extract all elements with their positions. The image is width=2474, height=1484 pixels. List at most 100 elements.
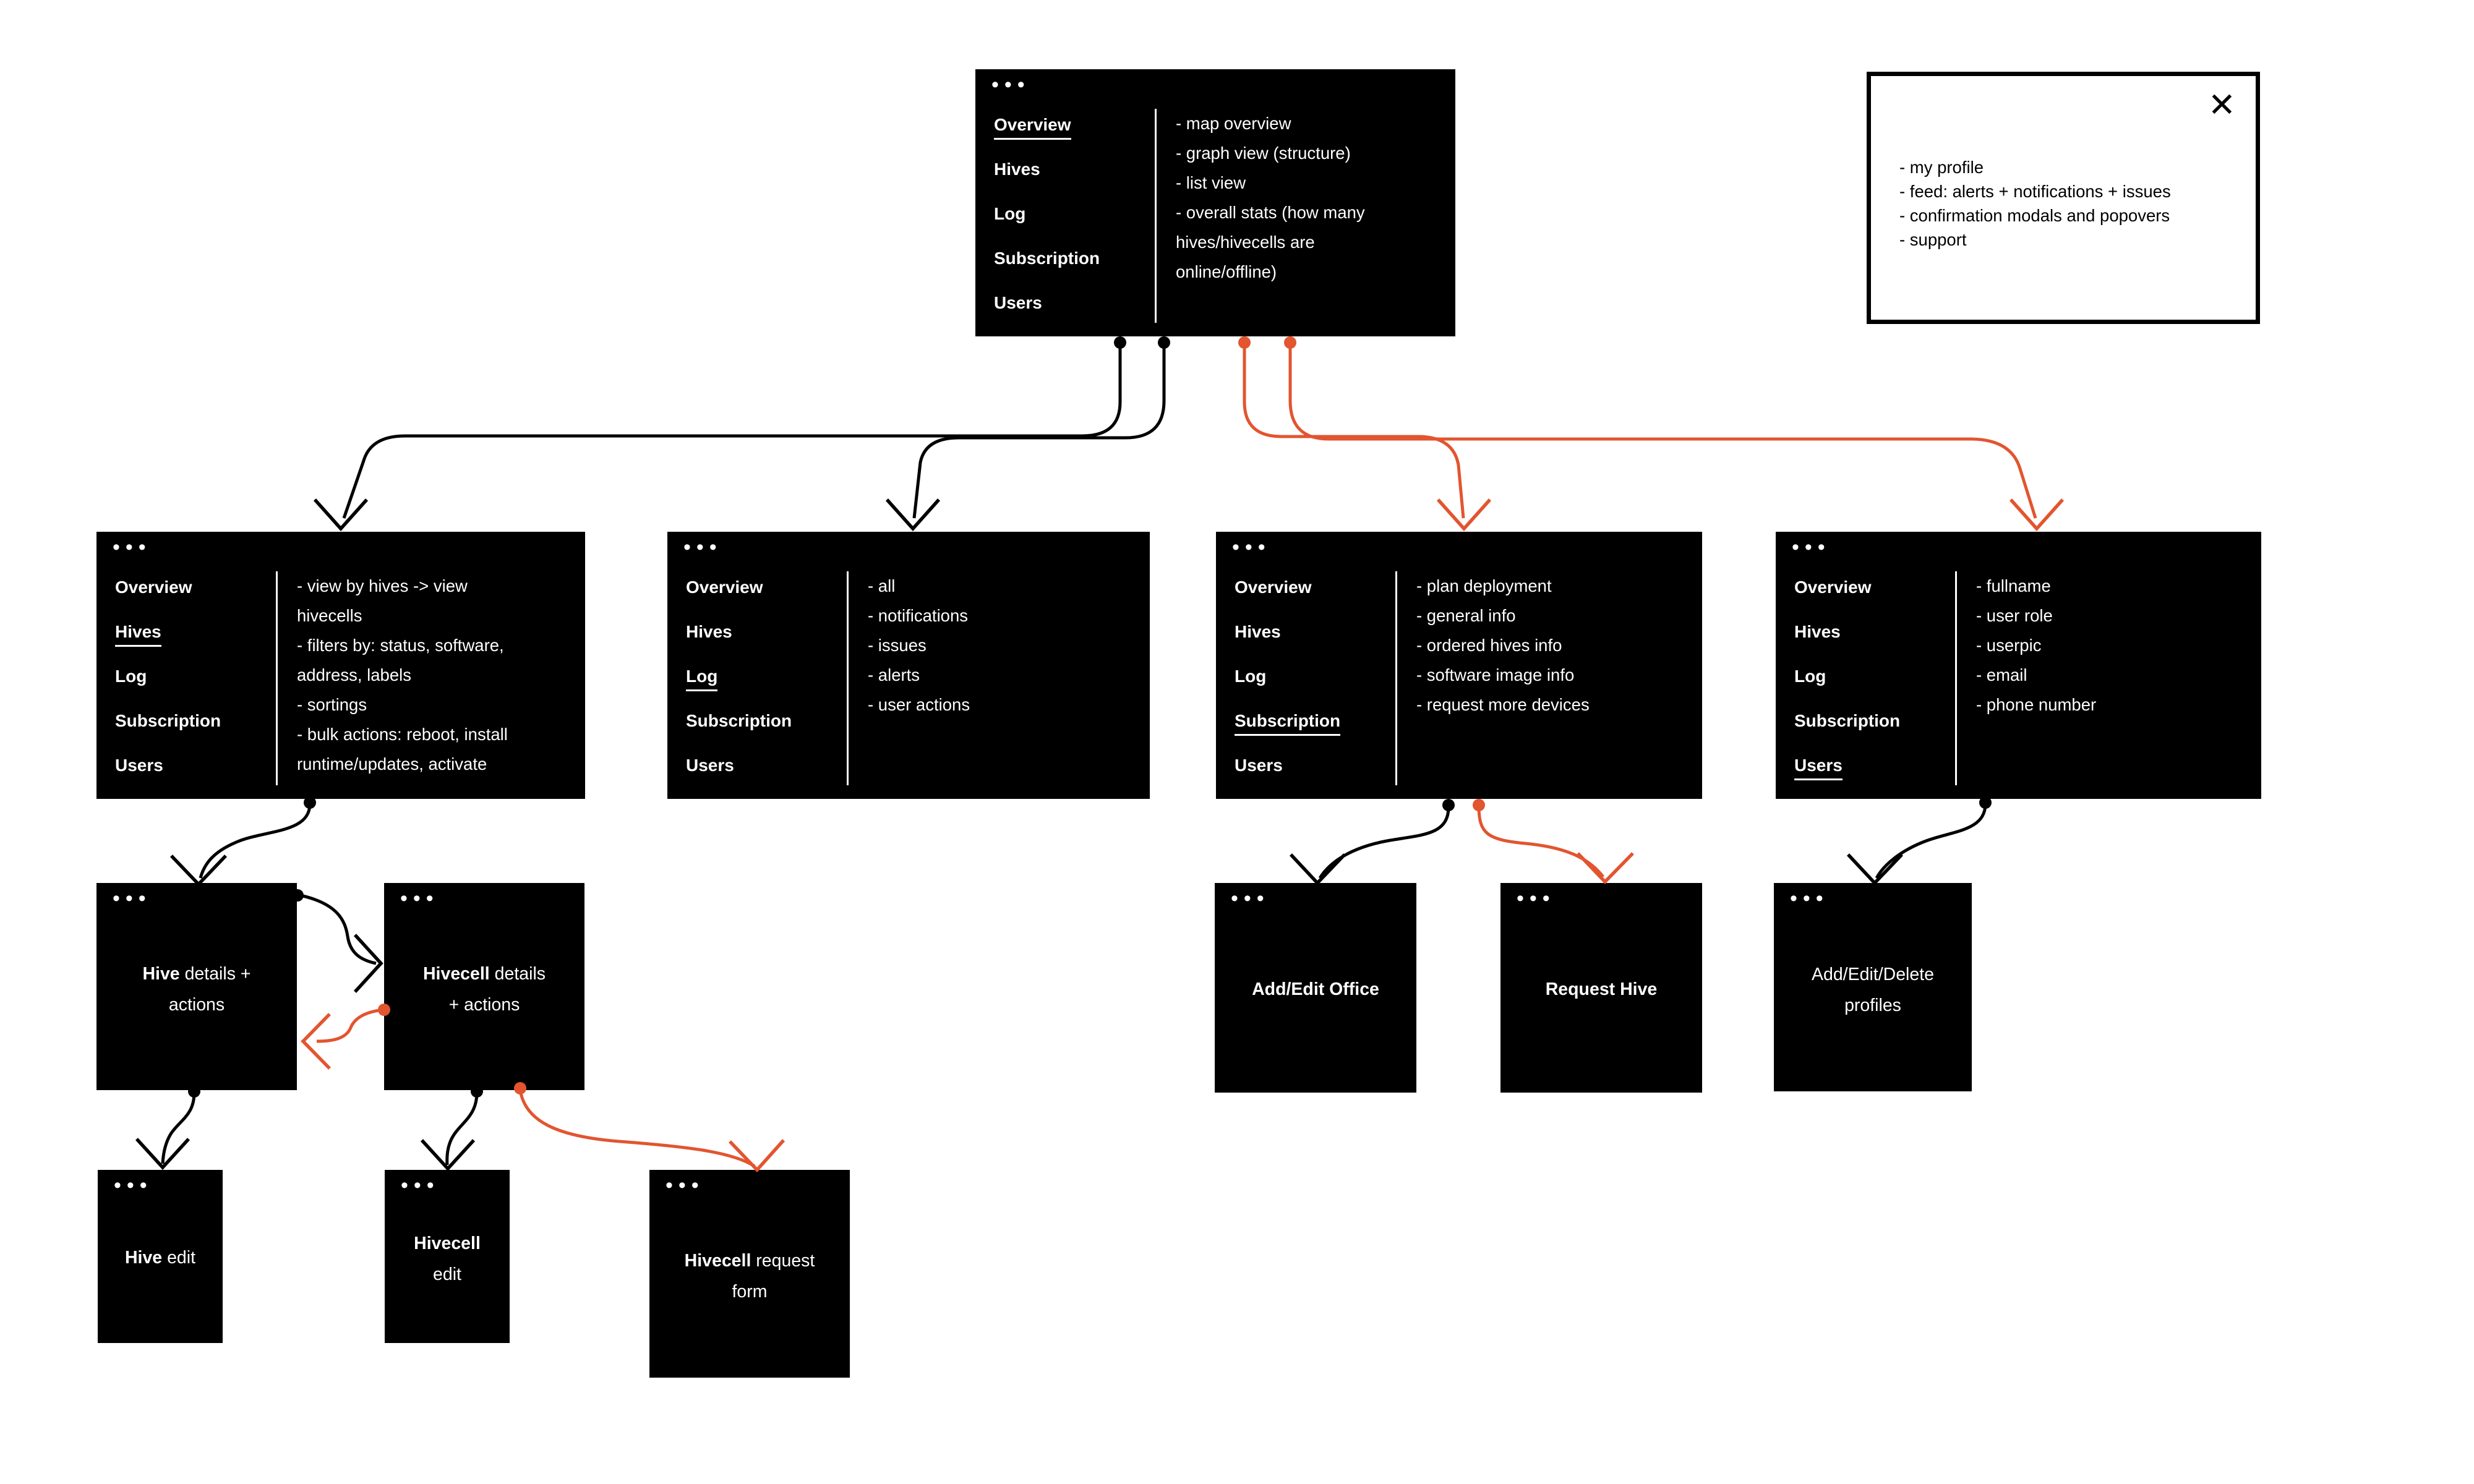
menu-item-hives: Hives xyxy=(686,622,732,641)
window-menu-icon: ••• xyxy=(1790,887,1829,910)
arrowhead xyxy=(1577,852,1634,884)
note-line: - sortings xyxy=(297,695,367,714)
note-line: - ordered hives info xyxy=(1416,636,1562,655)
node-hive-edit[interactable]: ••• Hive edit xyxy=(98,1170,223,1343)
nav-menu: Overview Hives Log Subscription Users xyxy=(1794,579,1900,801)
close-icon[interactable]: ✕ xyxy=(2207,87,2236,124)
divider xyxy=(276,571,278,785)
connector-dot xyxy=(1238,336,1251,349)
note-line: - view by hives -> view xyxy=(297,576,468,595)
note-line: - request more devices xyxy=(1416,695,1590,714)
menu-item-users: Users xyxy=(686,756,734,775)
note-line: hives/hivecells are xyxy=(1176,232,1315,252)
divider xyxy=(1155,109,1157,323)
node-add-edit-delete-profiles[interactable]: ••• Add/Edit/Delete profiles xyxy=(1774,883,1972,1091)
nav-menu: Overview Hives Log Subscription Users xyxy=(1235,578,1341,801)
menu-item-hives: Hives xyxy=(1794,622,1841,641)
note-line: - fullname xyxy=(1976,576,2051,595)
menu-item-hives: Hives xyxy=(1235,622,1281,641)
arrowhead xyxy=(885,498,941,532)
global-elements-modal[interactable]: ✕ - my profile - feed: alerts + notifica… xyxy=(1867,72,2260,324)
note-line: - map overview xyxy=(1176,114,1291,133)
nav-menu: Overview Hives Log Subscription Users xyxy=(686,579,792,801)
arrowhead xyxy=(135,1138,190,1171)
window-menu-icon: ••• xyxy=(683,535,722,559)
menu-item-users: Users xyxy=(1794,757,1900,780)
menu-item-hives: Hives xyxy=(994,160,1040,179)
window-menu-icon: ••• xyxy=(113,535,152,559)
screen-notes: - plan deployment - general info - order… xyxy=(1416,571,1696,720)
menu-item-log: Log xyxy=(115,667,147,686)
note-line: runtime/updates, activate xyxy=(297,754,487,774)
note-line: - plan deployment xyxy=(1416,576,1552,595)
node-request-hive[interactable]: ••• Request Hive xyxy=(1500,883,1702,1093)
menu-item-users: Users xyxy=(994,293,1042,312)
node-label: Add/Edit/Delete profiles xyxy=(1811,964,1935,1015)
menu-item-subscription: Subscription xyxy=(115,711,221,730)
connector-dot xyxy=(1473,799,1485,811)
menu-item-users: Users xyxy=(1235,756,1283,775)
connector-dot xyxy=(1158,336,1170,349)
node-add-edit-office[interactable]: ••• Add/Edit Office xyxy=(1215,883,1416,1093)
menu-item-overview: Overview xyxy=(1794,578,1872,597)
node-overview-screen[interactable]: ••• Overview Hives Log Subscription User… xyxy=(975,69,1455,336)
node-hives-screen[interactable]: ••• Overview Hives Log Subscription User… xyxy=(96,532,585,799)
connector-hivecell-details-to-request-form xyxy=(518,1089,756,1168)
node-users-screen[interactable]: ••• Overview Hives Log Subscription User… xyxy=(1776,532,2261,799)
note-line: - confirmation modals and popovers xyxy=(1899,206,2170,225)
note-line: - general info xyxy=(1416,606,1516,625)
arrowhead xyxy=(353,934,383,993)
note-line: - notifications xyxy=(868,606,969,625)
menu-item-overview: Overview xyxy=(115,578,192,597)
window-menu-icon: ••• xyxy=(1232,535,1271,559)
menu-item-overview: Overview xyxy=(994,116,1100,140)
window-menu-icon: ••• xyxy=(991,73,1030,96)
connector-hive-details-to-hivecell-details xyxy=(297,893,377,965)
screen-notes: - view by hives -> view hivecells - filt… xyxy=(297,571,579,779)
note-line: - phone number xyxy=(1976,695,2097,714)
note-line: hivecells xyxy=(297,606,362,625)
menu-item-subscription: Subscription xyxy=(686,711,792,730)
window-menu-icon: ••• xyxy=(401,1174,440,1197)
node-label: Hive edit xyxy=(124,1248,196,1268)
node-subscription-screen[interactable]: ••• Overview Hives Log Subscription User… xyxy=(1216,532,1702,799)
connector-overview-to-users xyxy=(1288,343,2037,519)
note-line: - bulk actions: reboot, install xyxy=(297,725,508,744)
connector-dot xyxy=(1442,799,1455,811)
node-hivecell-details[interactable]: ••• Hivecell details + actions xyxy=(384,883,584,1090)
note-line: - userpic xyxy=(1976,636,2042,655)
modal-notes: - my profile - feed: alerts + notificati… xyxy=(1899,155,2171,252)
note-line: online/offline) xyxy=(1176,262,1277,281)
connector-overview-to-hives xyxy=(342,343,1122,519)
node-hivecell-request-form[interactable]: ••• Hivecell request form xyxy=(649,1170,850,1378)
note-line: - issues xyxy=(868,636,927,655)
window-menu-icon: ••• xyxy=(1231,887,1270,910)
menu-item-subscription: Subscription xyxy=(1794,711,1901,730)
node-hive-details[interactable]: ••• Hive details + actions xyxy=(96,883,297,1090)
menu-item-overview: Overview xyxy=(1235,578,1312,597)
menu-item-subscription: Subscription xyxy=(1235,712,1341,736)
divider xyxy=(1395,571,1397,785)
node-label: Hive details + actions xyxy=(142,963,251,1015)
node-log-screen[interactable]: ••• Overview Hives Log Subscription User… xyxy=(667,532,1150,799)
note-line: - filters by: status, software, xyxy=(297,636,504,655)
connector-users-to-profiles xyxy=(1875,803,1987,879)
node-hivecell-edit[interactable]: ••• Hivecell edit xyxy=(385,1170,510,1343)
arrowhead xyxy=(1436,498,1492,532)
node-label: Hivecell edit xyxy=(414,1234,481,1284)
menu-item-log: Log xyxy=(1235,667,1267,686)
connector-subscription-to-office xyxy=(1318,806,1450,879)
connector-dot xyxy=(1114,336,1126,349)
arrowhead xyxy=(729,1139,785,1173)
menu-item-subscription: Subscription xyxy=(994,249,1100,268)
connector-hivecell-details-to-hivecell-edit xyxy=(445,1092,479,1166)
window-menu-icon: ••• xyxy=(400,887,439,910)
connector-overview-to-subscription xyxy=(1243,343,1465,519)
connector-hives-to-hive-details xyxy=(199,803,312,879)
note-line: - list view xyxy=(1176,173,1246,192)
window-menu-icon: ••• xyxy=(114,1174,153,1197)
divider xyxy=(847,571,849,785)
menu-item-hives: Hives xyxy=(115,623,221,647)
divider xyxy=(1955,571,1957,785)
note-line: - graph view (structure) xyxy=(1176,143,1351,163)
